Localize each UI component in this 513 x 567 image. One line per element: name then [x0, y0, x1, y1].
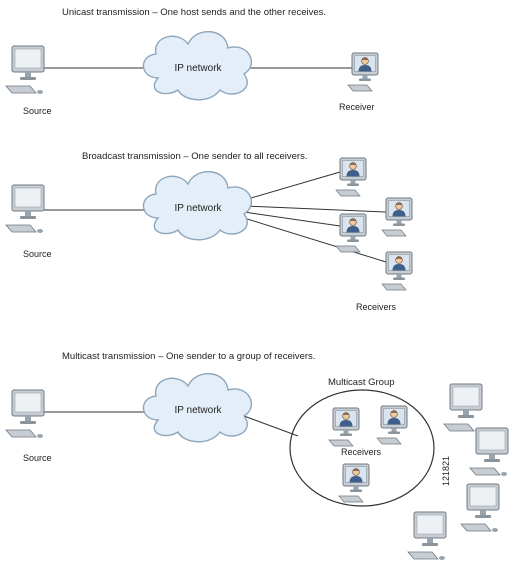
broadcast-link-3: [243, 211, 341, 227]
multicast-receivers-label: Receivers: [341, 447, 382, 457]
desktop-computer-icon: [407, 511, 447, 561]
multicast-group-boundary: [289, 389, 435, 507]
unicast-title: Unicast transmission – One host sends an…: [62, 7, 326, 18]
desktop-computer-icon: [5, 389, 45, 439]
user-avatar-icon: [347, 52, 379, 92]
unicast-network-label: IP network: [174, 63, 222, 74]
desktop-computer-icon: [469, 427, 509, 477]
user-avatar-icon: [335, 157, 367, 197]
desktop-computer-icon: [443, 383, 483, 433]
figure-id-label: 121821: [441, 456, 451, 486]
multicast-source-label: Source: [23, 453, 52, 463]
user-avatar-icon: [376, 405, 408, 445]
broadcast-network-label: IP network: [174, 203, 222, 214]
user-avatar-icon: [338, 463, 370, 503]
unicast-section: Unicast transmission – One host sends an…: [5, 7, 379, 116]
user-avatar-icon: [381, 251, 413, 291]
user-avatar-icon: [381, 197, 413, 237]
desktop-computer-icon: [460, 483, 500, 533]
multicast-network-label: IP network: [174, 405, 222, 416]
broadcast-source-label: Source: [23, 249, 52, 259]
multicast-link-group: [243, 415, 299, 437]
broadcast-title: Broadcast transmission – One sender to a…: [82, 151, 307, 162]
multicast-title: Multicast transmission – One sender to a…: [62, 351, 315, 362]
unicast-source-label: Source: [23, 106, 52, 116]
broadcast-link-4: [243, 217, 387, 263]
desktop-computer-icon: [5, 45, 45, 95]
broadcast-link-2: [243, 205, 387, 213]
user-avatar-icon: [328, 407, 360, 447]
multicast-group-label: Multicast Group: [328, 377, 395, 388]
broadcast-link-1: [243, 171, 341, 201]
multicast-section: Multicast transmission – One sender to a…: [5, 351, 509, 561]
user-avatar-icon: [335, 213, 367, 253]
desktop-computer-icon: [5, 184, 45, 234]
broadcast-receivers-label: Receivers: [356, 302, 397, 312]
unicast-receiver-label: Receiver: [339, 102, 375, 112]
broadcast-section: Broadcast transmission – One sender to a…: [5, 151, 413, 312]
